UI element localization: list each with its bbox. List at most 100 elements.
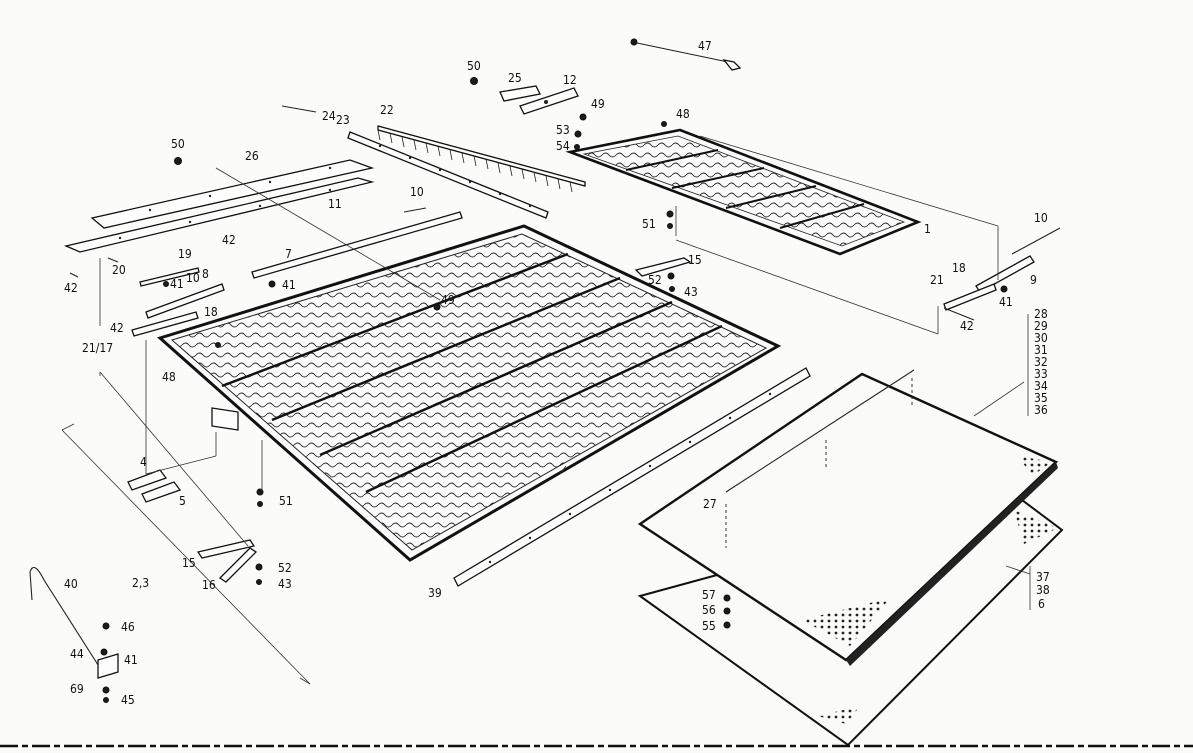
- label-31: 31: [1034, 343, 1048, 357]
- washer-51-left: [256, 488, 264, 496]
- label-16: 16: [202, 578, 216, 592]
- label-45: 45: [121, 693, 135, 707]
- label-2-3: 2,3: [132, 576, 149, 590]
- bracket-12: [519, 87, 579, 115]
- bar-8: [145, 283, 225, 319]
- label-52-left: 52: [278, 561, 292, 575]
- label-42-left: 42: [64, 281, 78, 295]
- label-48-top: 48: [676, 107, 690, 121]
- strip-23: [347, 131, 549, 219]
- spring-10-right: [1011, 227, 1061, 255]
- strip-39: [453, 367, 811, 587]
- label-69: 69: [70, 682, 84, 696]
- label-51-left: 51: [279, 494, 293, 508]
- bar-7: [251, 211, 463, 279]
- label-11: 11: [328, 197, 342, 211]
- label-22: 22: [380, 103, 394, 117]
- shoe-5: [141, 481, 182, 503]
- bar-19: [139, 267, 200, 287]
- label-39: 39: [428, 586, 442, 600]
- label-41-right: 41: [999, 295, 1013, 309]
- label-55: 55: [702, 619, 716, 633]
- label-49-mid: 49: [441, 293, 455, 307]
- label-41-small: 41: [170, 277, 184, 291]
- bolt-42-right: [943, 307, 975, 321]
- upper-sieve: [565, 128, 922, 256]
- label-15-left: 15: [182, 556, 196, 570]
- label-54: 54: [556, 139, 570, 153]
- plate-18-right: [943, 283, 997, 311]
- nut-41-right: [1000, 285, 1008, 293]
- nut-41-left: [268, 280, 276, 288]
- label-23: 23: [336, 113, 350, 127]
- label-44: 44: [70, 647, 84, 661]
- label-10-left: 10: [186, 271, 200, 285]
- label-38: 38: [1036, 583, 1050, 597]
- comb-22: [377, 125, 586, 193]
- main-sieve: [157, 224, 782, 562]
- label-15-top: 15: [688, 253, 702, 267]
- nut-43-top: [669, 286, 675, 292]
- label-10-mid: 10: [410, 185, 424, 199]
- nut-52-left: [255, 563, 263, 571]
- label-41-lever: 41: [124, 653, 138, 667]
- bolt-49-mid: [433, 303, 441, 311]
- label-46: 46: [121, 620, 135, 634]
- nut-50-top: [470, 77, 478, 85]
- nut-50-left: [174, 157, 182, 165]
- rail-26: [90, 159, 375, 229]
- label-12: 12: [563, 73, 577, 87]
- label-41-mid: 41: [282, 278, 296, 292]
- label-37: 37: [1036, 570, 1050, 584]
- label-42-top: 42: [222, 233, 236, 247]
- leader-lines: [0, 135, 1193, 748]
- spring-10-mid: [403, 207, 427, 213]
- pin-24: [281, 105, 317, 113]
- washer-51-left-b: [257, 501, 263, 507]
- label-9: 9: [1030, 273, 1037, 287]
- label-47: 47: [698, 39, 712, 53]
- label-29: 29: [1034, 319, 1048, 333]
- label-42-lower: 42: [110, 321, 124, 335]
- label-19: 19: [178, 247, 192, 261]
- label-26: 26: [245, 149, 259, 163]
- label-43-left: 43: [278, 577, 292, 591]
- label-48-left: 48: [162, 370, 176, 384]
- slider-15-left: [196, 539, 256, 559]
- label-32: 32: [1034, 355, 1048, 369]
- label-1: 1: [924, 222, 931, 236]
- bolt-20: [107, 257, 119, 263]
- label-24: 24: [322, 109, 336, 123]
- plate-28-36: [637, 369, 1059, 666]
- label-43-top: 43: [684, 285, 698, 299]
- label-34: 34: [1034, 379, 1048, 393]
- label-4: 4: [140, 455, 147, 469]
- label-50-left: 50: [171, 137, 185, 151]
- bolt-48-left: [215, 342, 221, 348]
- label-40: 40: [64, 577, 78, 591]
- label-49-top: 49: [591, 97, 605, 111]
- bolt-49-top: [579, 113, 587, 121]
- washer-57: [723, 594, 731, 602]
- bolt-48-top: [661, 121, 667, 127]
- rail-11: [63, 177, 375, 253]
- label-42-right: 42: [960, 319, 974, 333]
- label-50-top: 50: [467, 59, 481, 73]
- label-27: 27: [703, 497, 717, 511]
- bolt-53: [574, 130, 582, 138]
- washer-56: [723, 607, 731, 615]
- label-6: 6: [1038, 597, 1045, 611]
- label-33: 33: [1034, 367, 1048, 381]
- label-20: 20: [112, 263, 126, 277]
- label-18-right: 18: [952, 261, 966, 275]
- label-35: 35: [1034, 391, 1048, 405]
- label-57: 57: [702, 588, 716, 602]
- label-30: 30: [1034, 331, 1048, 345]
- label-36: 36: [1034, 403, 1048, 417]
- label-28: 28: [1034, 307, 1048, 321]
- label-5: 5: [179, 494, 186, 508]
- label-21-right: 21: [930, 273, 944, 287]
- label-7: 7: [285, 247, 292, 261]
